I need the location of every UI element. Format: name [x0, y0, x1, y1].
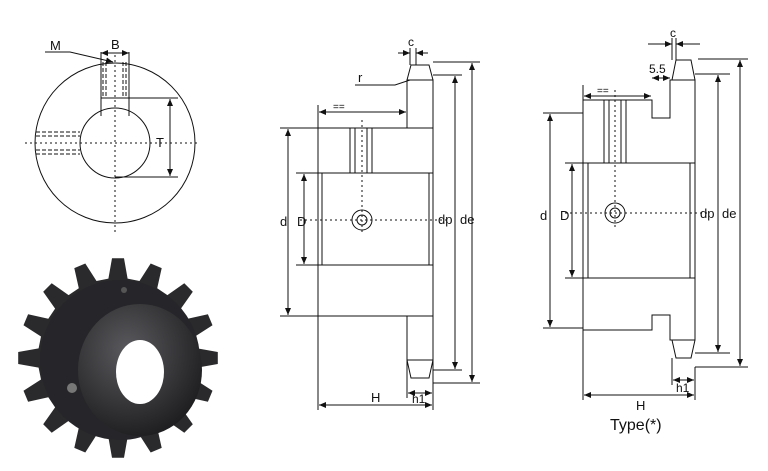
label-h1: h1 — [676, 381, 690, 395]
label-h: H — [636, 398, 645, 413]
label-bore-d: D — [560, 208, 569, 223]
label-c: c — [408, 35, 414, 49]
label-d: d — [540, 208, 547, 223]
label-groove: 5.5 — [649, 62, 666, 76]
sprocket-photo — [18, 258, 218, 458]
label-dp: dp — [700, 206, 714, 221]
label-b: B — [111, 37, 120, 52]
section-standard: c r == d D dp de H h1 — [280, 35, 480, 410]
end-view: M B T — [25, 37, 197, 232]
label-m: M — [50, 38, 61, 53]
label-de: de — [722, 206, 736, 221]
label-t: T — [156, 135, 164, 150]
label-d: d — [280, 214, 287, 229]
label-h1: h1 — [412, 392, 426, 406]
label-eq: == — [333, 102, 345, 113]
label-c: c — [670, 26, 676, 40]
label-dp: dp — [438, 212, 452, 227]
label-r: r — [358, 70, 363, 85]
label-h: H — [371, 390, 380, 405]
label-eq: == — [597, 86, 609, 97]
type-caption: Type(*) — [610, 417, 662, 434]
label-bore-d: D — [297, 214, 306, 229]
label-de: de — [460, 212, 474, 227]
section-type: c 5.5 == d D dp de H h1 Type(*) — [540, 26, 748, 434]
